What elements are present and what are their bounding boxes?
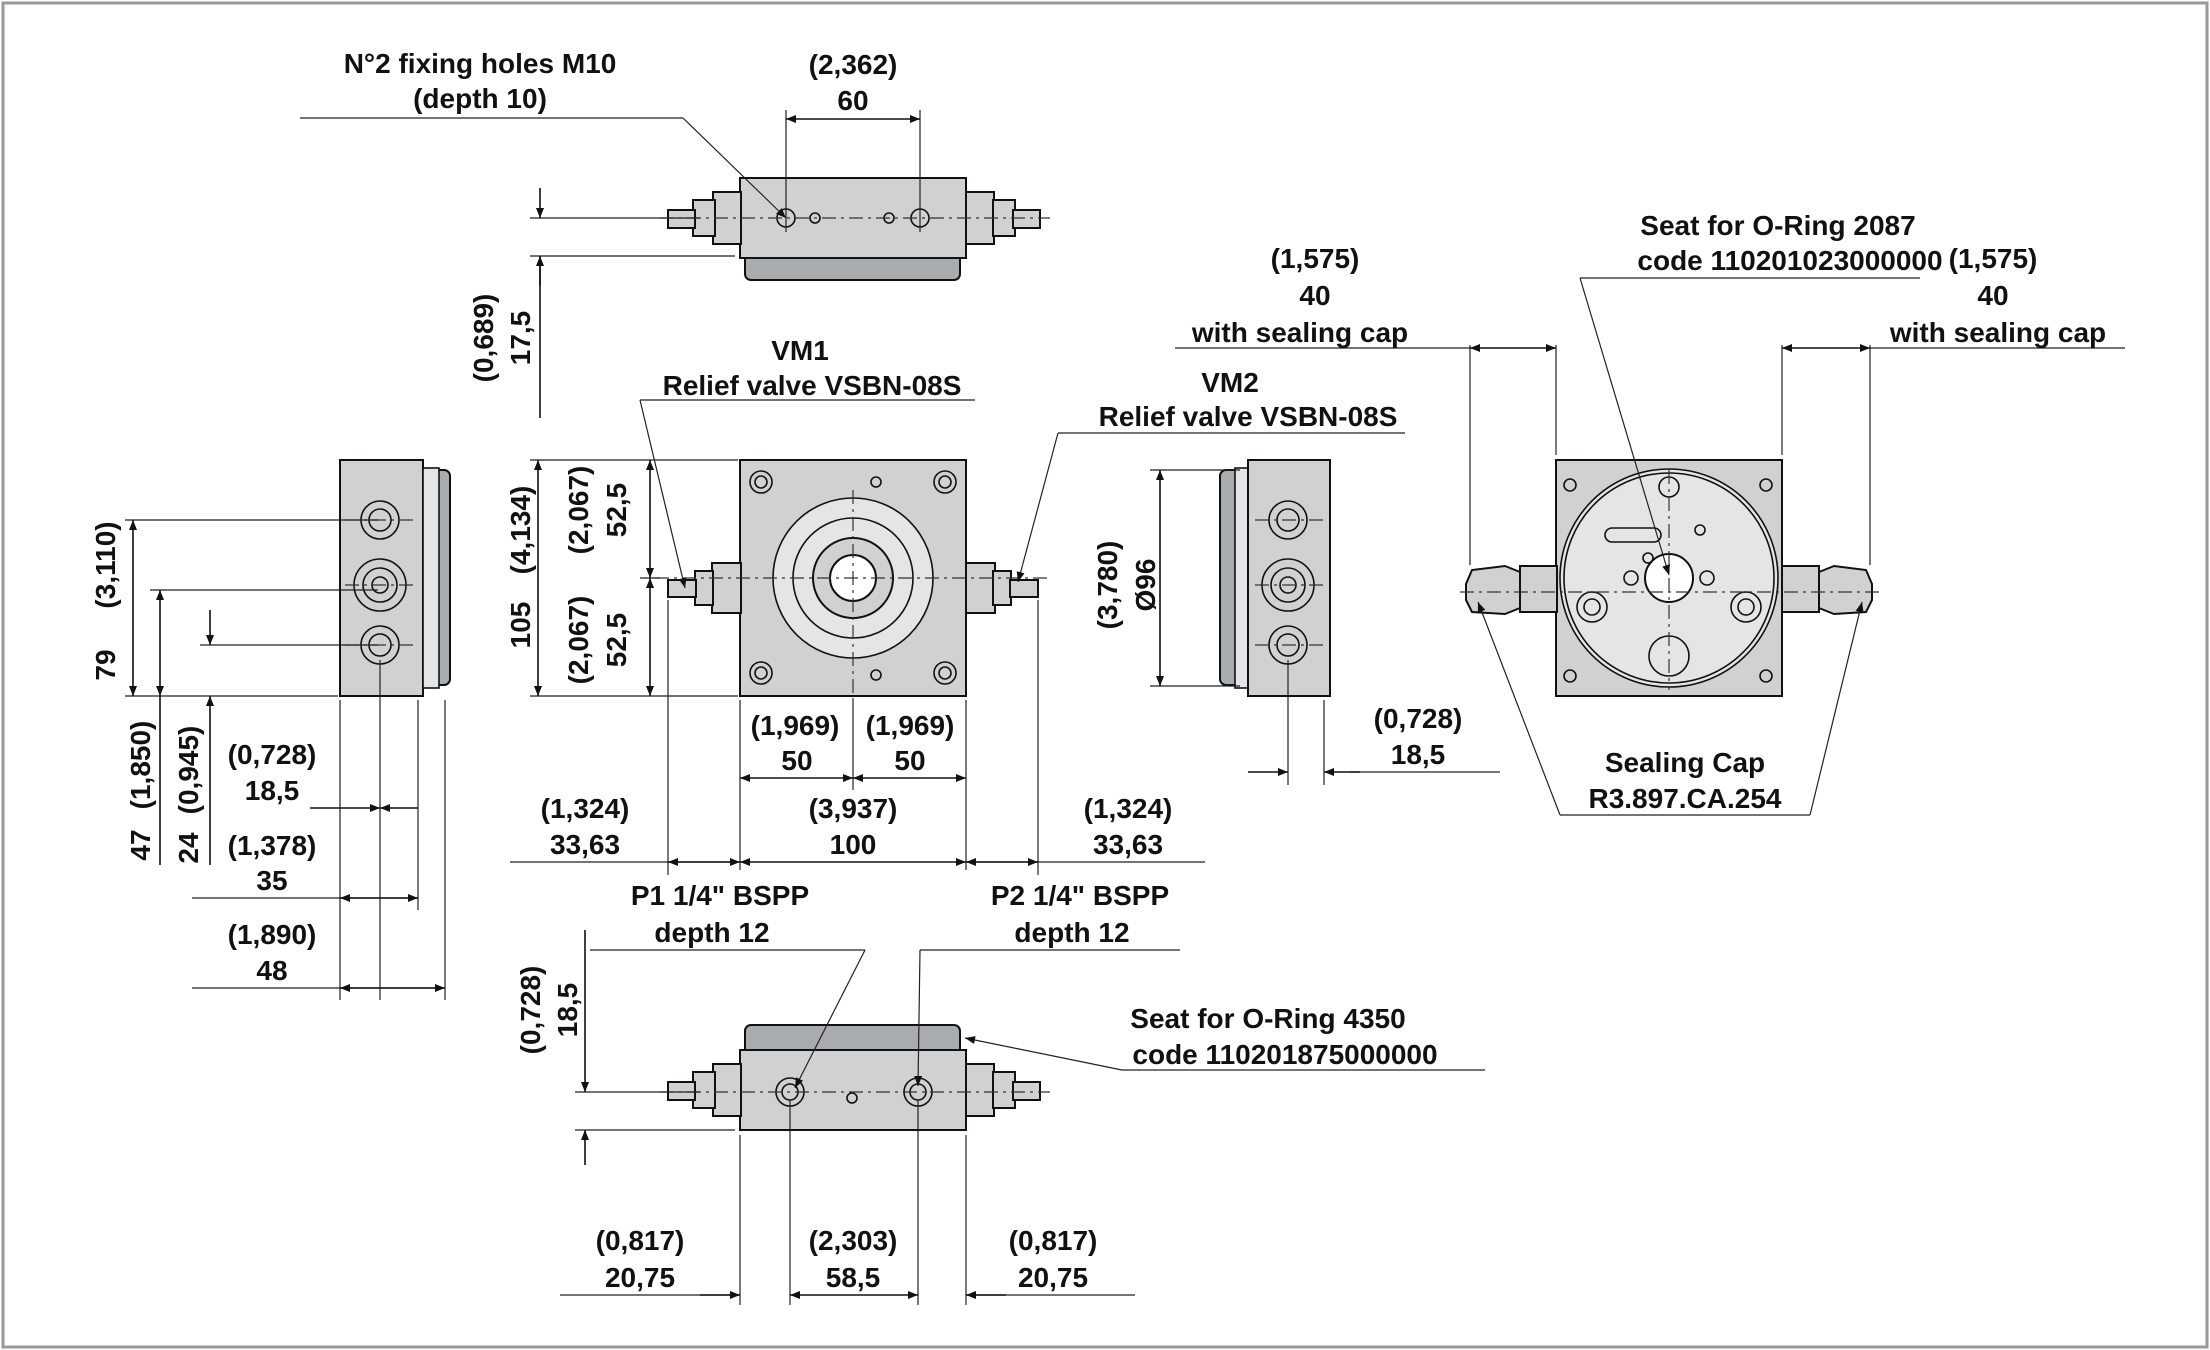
label-fixing-depth: (depth 10) [413,83,547,114]
label-dim-79: 79 [90,649,121,680]
rear-view [1460,459,1880,697]
label-dim-3110: (3,110) [90,521,121,608]
label-dim-3363b: 33,63 [1093,829,1163,860]
front-view [655,459,1050,705]
label-dim-1890: (1,890) [228,919,317,950]
label-dim-2067a: (2,067) [563,466,594,555]
label-dim-0817b: (0,817) [1009,1225,1098,1256]
label-vm1: VM1 [771,335,829,366]
label-left-sealing: with sealing cap [1191,317,1408,348]
label-sealing-code: R3.897.CA.254 [1588,783,1781,814]
label-dim-3363a: 33,63 [550,829,620,860]
label-dim-2303: (2,303) [809,1225,898,1256]
label-dim-1969a: (1,969) [751,710,840,741]
label-dim-96: Ø96 [1130,559,1161,612]
label-dim-60: 60 [837,85,868,116]
label-code-2087: code 110201023000000 [1637,245,1942,276]
label-dim-185-left: 18,5 [245,775,300,806]
label-dim-3780: (3,780) [1092,541,1123,630]
label-dim-525b: 52,5 [601,613,632,668]
label-dim-1324a: (1,324) [541,793,630,824]
label-dim-2362: (2,362) [809,49,898,80]
label-vm2: VM2 [1201,367,1259,398]
label-dim-4134: (4,134) [505,486,536,575]
label-left-40: 40 [1299,280,1330,311]
label-dim-1969b: (1,969) [866,710,955,741]
label-dim-3937: (3,937) [809,793,898,824]
label-dim-0817a: (0,817) [596,1225,685,1256]
label-right-40: 40 [1977,280,2008,311]
label-p1: P1 1/4" BSPP [631,880,809,911]
label-dim-48: 48 [256,955,287,986]
label-vm2-desc: Relief valve VSBN-08S [1099,401,1398,432]
left-side-view [339,459,451,697]
label-seat-4350: Seat for O-Ring 4350 [1130,1003,1405,1034]
label-right-sealing: with sealing cap [1889,317,2106,348]
label-dim-2067b: (2,067) [563,596,594,685]
label-dim-1324b: (1,324) [1084,793,1173,824]
top-view [660,177,1050,281]
label-sealing-cap: Sealing Cap [1605,747,1765,778]
label-dim-47: 47 [125,829,156,860]
label-dim-24: 24 [173,832,204,864]
label-p1-depth: depth 12 [654,917,769,948]
label-dim-585: 58,5 [826,1262,881,1293]
bottom-view [660,1024,1050,1131]
label-dim-0728-left: (0,728) [228,739,317,770]
label-dim-35: 35 [256,865,287,896]
label-dim-0728-bottom: (0,728) [515,966,546,1055]
label-dim-525a: 52,5 [601,483,632,538]
label-code-4350: code 110201875000000 [1132,1039,1437,1070]
label-p2-depth: depth 12 [1014,917,1129,948]
label-dim-2075a: 20,75 [605,1262,675,1293]
label-dim-50b: 50 [894,745,925,776]
label-dim-1850: (1,850) [125,721,156,810]
label-dim-185-bottom: 18,5 [552,983,583,1038]
right-side-view [1219,459,1331,697]
label-dim-1378: (1,378) [228,830,317,861]
label-dim-0728-right: (0,728) [1374,703,1463,734]
label-dim-175: 17,5 [505,311,536,366]
label-fixing-holes: N°2 fixing holes M10 [344,48,617,79]
label-seat-2087: Seat for O-Ring 2087 [1640,210,1915,241]
label-dim-50a: 50 [781,745,812,776]
label-p2: P2 1/4" BSPP [991,880,1169,911]
label-vm1-desc: Relief valve VSBN-08S [663,370,962,401]
label-dim-100: 100 [830,829,877,860]
label-dim-2075b: 20,75 [1018,1262,1088,1293]
label-dim-0689: (0,689) [468,294,499,383]
label-dim-0945: (0,945) [173,726,204,815]
label-left-1575: (1,575) [1271,243,1360,274]
label-dim-105: 105 [505,602,536,649]
label-right-1575: (1,575) [1949,243,2038,274]
label-dim-185-right: 18,5 [1391,739,1446,770]
